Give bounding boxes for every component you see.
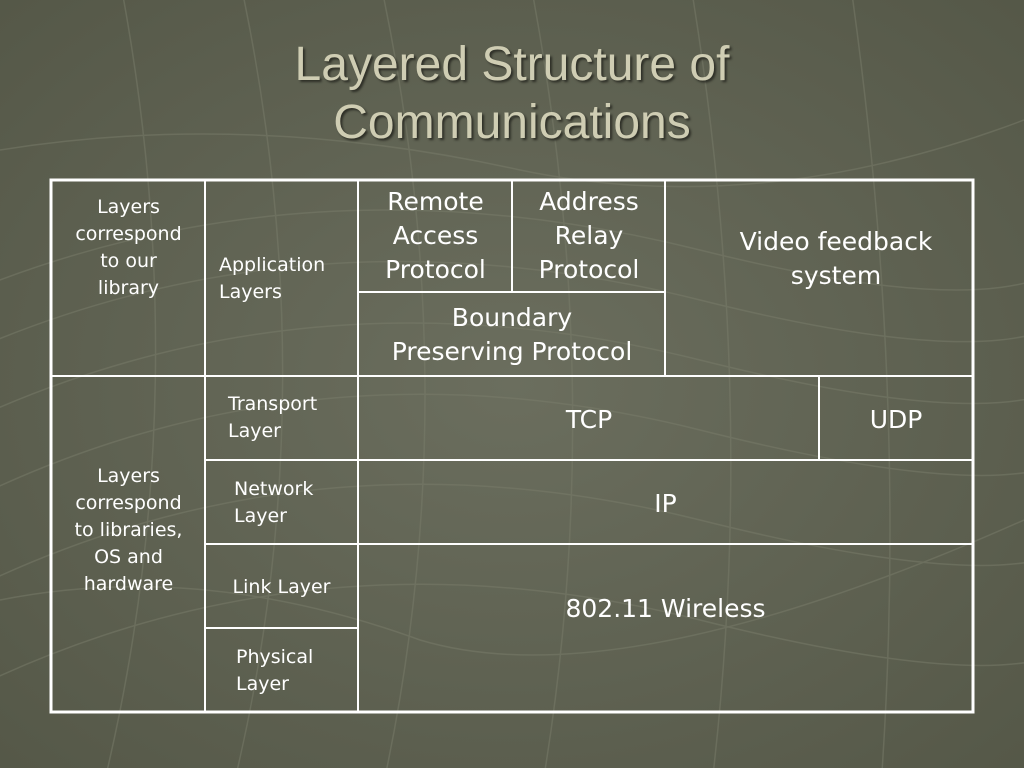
address-relay-protocol-cell: Address Relay Protocol bbox=[538, 187, 640, 284]
wireless-cell: 802.11 Wireless bbox=[565, 594, 766, 623]
slide-title-line2: Communications bbox=[333, 96, 691, 149]
slide-title: Layered Structure of Communications bbox=[0, 36, 1024, 152]
link-layer-cell: Link Layer bbox=[232, 575, 331, 598]
video-feedback-system-cell: Video feedback system bbox=[739, 227, 933, 290]
remote-access-protocol-cell: Remote Access Protocol bbox=[385, 187, 486, 284]
library-group-cell: Layers correspond to our library bbox=[75, 196, 182, 299]
boundary-preserving-protocol-cell: Boundary Preserving Protocol bbox=[391, 303, 633, 366]
application-layers-cell: Application Layers bbox=[219, 254, 326, 303]
system-group-cell: Layers correspond to libraries, OS and h… bbox=[74, 464, 183, 595]
slide-title-line1: Layered Structure of bbox=[294, 38, 730, 91]
udp-cell: UDP bbox=[869, 405, 923, 434]
transport-layer-cell: Transport Layer bbox=[228, 393, 318, 442]
tcp-cell: TCP bbox=[565, 405, 613, 434]
network-layer-cell: Network Layer bbox=[234, 478, 314, 527]
physical-layer-cell: Physical Layer bbox=[236, 646, 314, 695]
ip-cell: IP bbox=[654, 489, 677, 518]
